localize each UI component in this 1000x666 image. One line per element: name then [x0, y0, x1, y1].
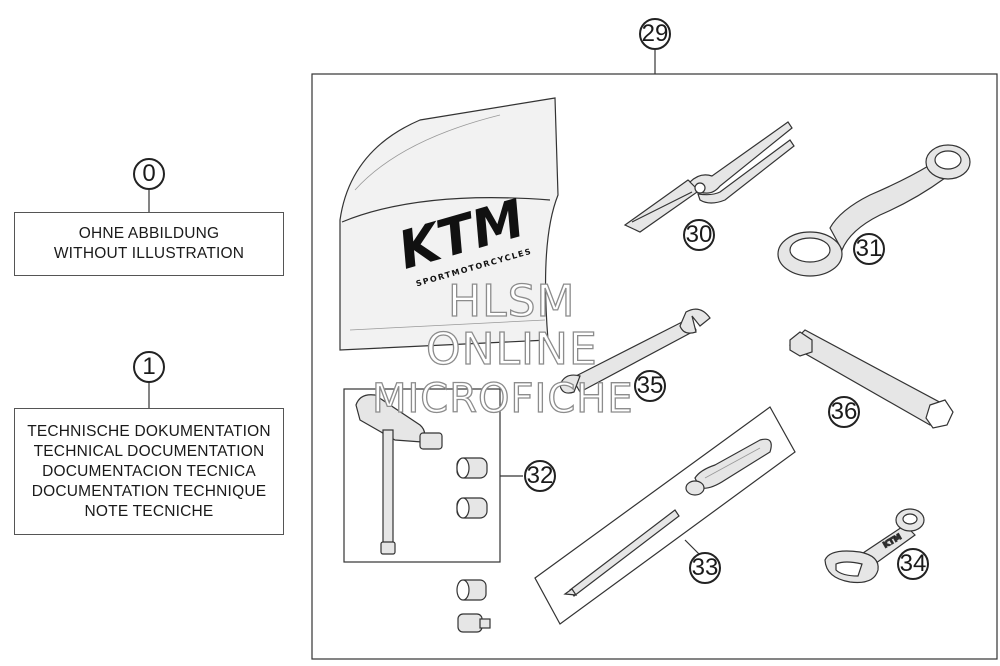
open-end-wrench — [559, 308, 711, 394]
screwdriver-blade — [563, 509, 680, 597]
bit-socket-1 — [456, 457, 488, 479]
ktm-ring-spanner: KTM — [824, 508, 925, 584]
bit-adapter — [457, 613, 491, 633]
watermark-line-2: ONLINE — [425, 323, 598, 375]
callout-34: 34 — [897, 548, 929, 580]
doc-line: DOCUMENTATION TECHNIQUE — [31, 482, 267, 500]
callout-31: 31 — [853, 233, 885, 265]
socket-tube — [789, 329, 954, 429]
bit-socket-2 — [456, 497, 488, 519]
callout-33: 33 — [689, 552, 721, 584]
callout-32: 32 — [524, 460, 556, 492]
doc-line: TECHNISCHE DOKUMENTATION — [27, 422, 271, 440]
pliers — [623, 121, 795, 233]
callout-1: 1 — [133, 351, 165, 383]
doc-line: DOCUMENTACION TECNICA — [42, 462, 256, 480]
no-illustration-box: OHNE ABBILDUNG WITHOUT ILLUSTRATION — [14, 212, 284, 276]
screwdriver-handle — [685, 438, 772, 496]
watermark-line-3: MICROFICHE — [371, 375, 634, 422]
doc-line: TECHNICAL DOCUMENTATION — [33, 442, 265, 460]
bit-socket-3 — [456, 579, 487, 601]
doc-line: WITHOUT ILLUSTRATION — [53, 245, 245, 262]
callout-29: 29 — [639, 18, 671, 50]
doc-line: OHNE ABBILDUNG — [78, 225, 220, 242]
technical-documentation-box: TECHNISCHE DOKUMENTATION TECHNICAL DOCUM… — [14, 408, 284, 535]
callout-36: 36 — [828, 396, 860, 428]
tool-bag — [339, 97, 559, 351]
callout-30: 30 — [683, 219, 715, 251]
callout-35: 35 — [634, 370, 666, 402]
screwdriver-set-box — [534, 406, 796, 625]
callout-0: 0 — [133, 158, 165, 190]
watermark-line-1: HLSM — [447, 275, 576, 327]
hook-wrench — [777, 144, 971, 277]
t-handle-allen-key — [355, 394, 443, 555]
doc-line: NOTE TECNICHE — [84, 502, 214, 520]
